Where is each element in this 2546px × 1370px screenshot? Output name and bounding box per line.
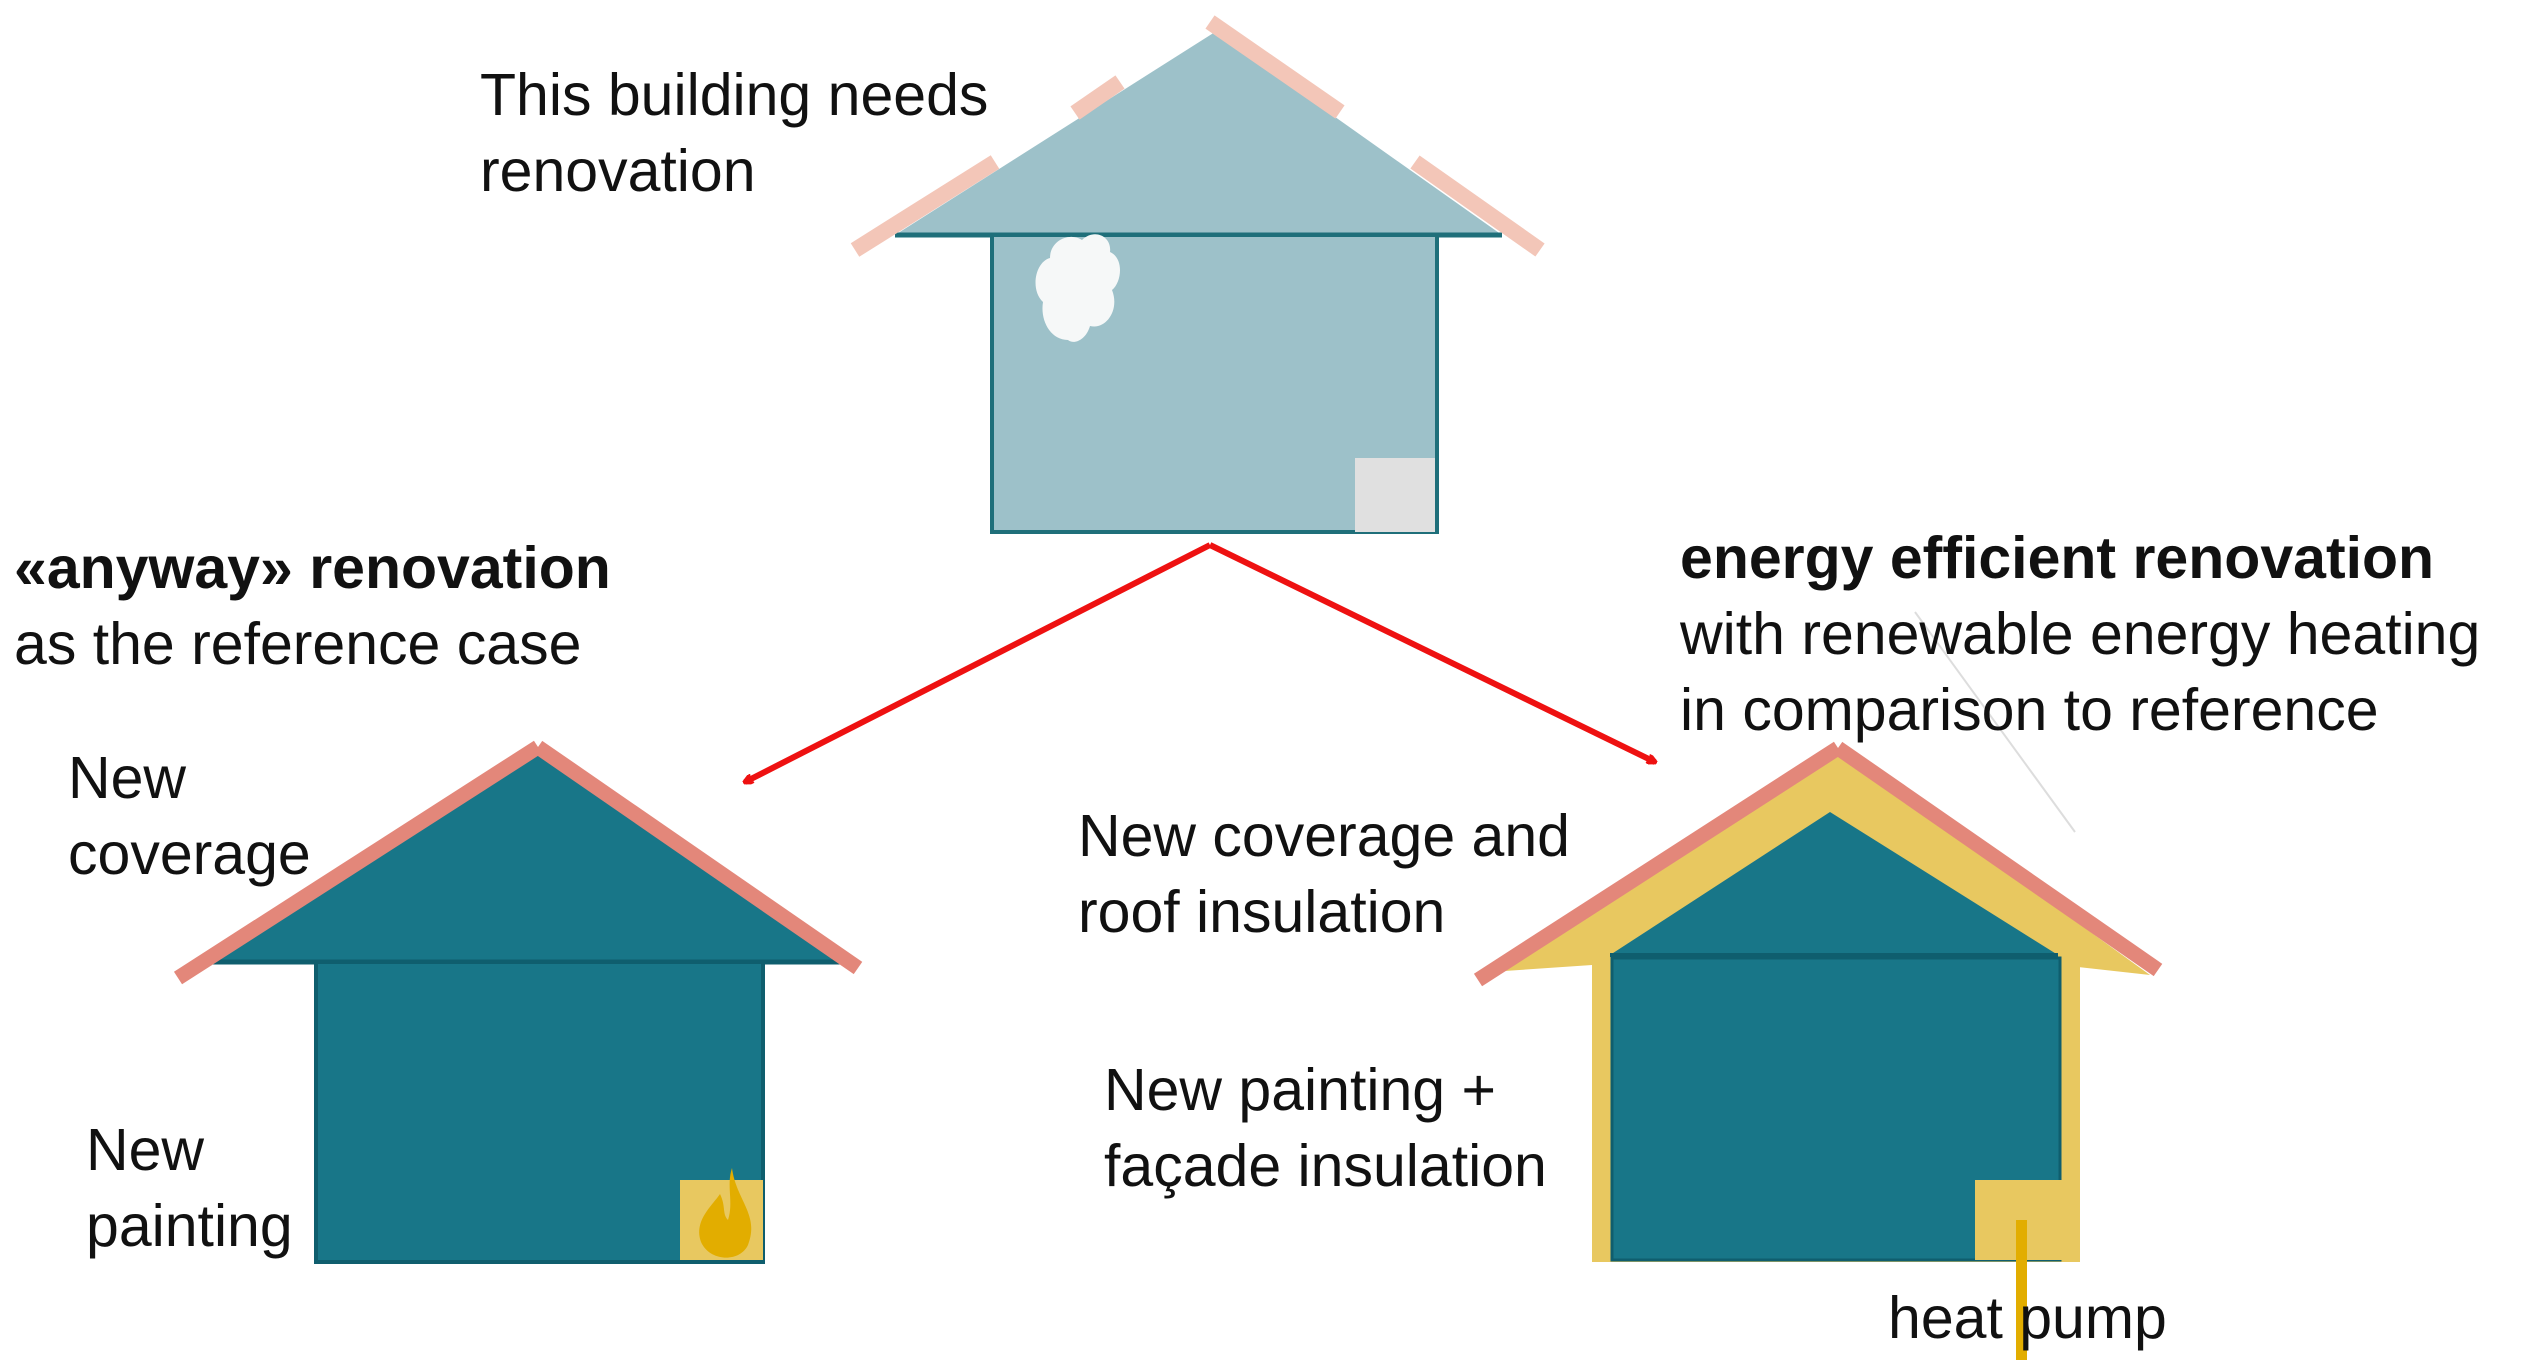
painting-line2: painting — [86, 1193, 293, 1259]
heat-pump-text: heat pump — [1888, 1285, 2167, 1351]
arrows — [745, 542, 1655, 785]
old-roof-tiles — [850, 15, 1545, 257]
coverage-line1: New — [68, 745, 187, 811]
pointer-line — [1914, 611, 2076, 833]
reference-heading: «anyway» renovation as the reference cas… — [14, 530, 611, 682]
efficient-facade-label: New painting + façade insulation — [1104, 1052, 1547, 1204]
top-house-label: This building needs renovation — [480, 57, 988, 209]
old-house — [850, 15, 1545, 534]
reference-title: «anyway» renovation — [14, 535, 611, 601]
top-label-line2: renovation — [480, 138, 756, 204]
reference-coverage-label: New coverage — [68, 740, 311, 892]
efficient-title: energy efficient renovation — [1680, 525, 2435, 591]
reference-house — [173, 740, 863, 1264]
heat-pump-unit — [1975, 1180, 2080, 1260]
flame-icon — [699, 1168, 752, 1258]
facade-label-line1: New painting + — [1104, 1057, 1496, 1123]
efficient-heading: energy efficient renovation with renewab… — [1680, 520, 2480, 748]
arrow-to-efficient — [1208, 542, 1655, 765]
coverage-line2: coverage — [68, 821, 311, 887]
reference-subtitle: as the reference case — [14, 611, 582, 677]
efficient-house-roof — [1610, 812, 2058, 955]
reference-roof-tiles — [173, 740, 863, 985]
reference-painting-label: New painting — [86, 1112, 293, 1264]
old-house-roof — [895, 32, 1502, 235]
facade-label-line2: façade insulation — [1104, 1133, 1547, 1199]
efficient-house — [1473, 611, 2163, 1360]
roof-label-line2: roof insulation — [1078, 879, 1446, 945]
heat-pump-label: heat pump — [1888, 1280, 2167, 1356]
old-window — [1355, 458, 1435, 532]
heat-pump-pipe — [2016, 1220, 2027, 1360]
roof-label-line1: New coverage and — [1078, 803, 1570, 869]
top-label-line1: This building needs — [480, 62, 989, 128]
arrow-to-reference — [745, 542, 1212, 785]
efficient-roof-label: New coverage and roof insulation — [1078, 798, 1570, 950]
efficient-subtitle-line1: with renewable energy heating — [1680, 601, 2481, 667]
efficient-subtitle-line2: in comparison to reference — [1680, 677, 2379, 743]
painting-line1: New — [86, 1117, 205, 1183]
efficient-roof-tiles — [1473, 741, 2163, 987]
moisture-spot — [1035, 234, 1120, 342]
reference-house-roof — [208, 752, 850, 962]
